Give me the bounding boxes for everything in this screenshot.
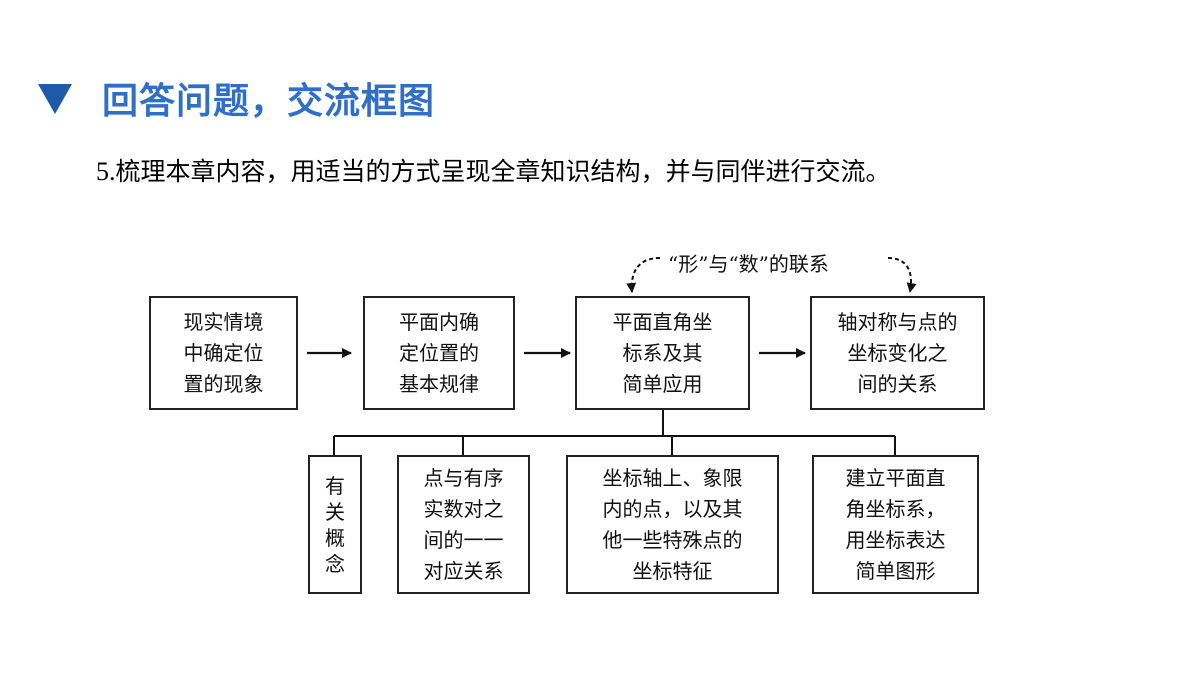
shape-number-link-label: “形”与“数”的联系	[668, 252, 829, 276]
bottom-box-2: 点与有序 实数对之 间的一一 对应关系	[397, 455, 530, 594]
section-title: 回答问题，交流框图	[102, 81, 436, 122]
top-box-4-text: 轴对称与点的 坐标变化之 间的关系	[837, 309, 958, 396]
section-heading: 回答问题，交流框图	[38, 68, 435, 128]
question-text: 梳理本章内容，用适当的方式呈现全章知识结构，并与同伴进行交流。	[115, 157, 891, 186]
bottom-box-4: 建立平面直 角坐标系， 用坐标表达 简单图形	[812, 455, 979, 594]
top-box-2: 平面内确 定位置的 基本规律	[363, 296, 515, 410]
dashed-arrow-right	[887, 257, 917, 293]
bottom-box-4-text: 建立平面直 角坐标系， 用坐标表达 简单图形	[845, 465, 946, 583]
bottom-box-1-text: 有 关 概 念	[325, 473, 345, 576]
top-box-4: 轴对称与点的 坐标变化之 间的关系	[810, 296, 985, 410]
question-prompt: 5.梳理本章内容，用适当的方式呈现全章知识结构，并与同伴进行交流。	[96, 152, 891, 188]
triangle-bullet-icon	[38, 84, 72, 114]
top-box-1: 现实情境 中确定位 置的现象	[149, 296, 298, 410]
dashed-arrow-left	[626, 257, 661, 293]
bottom-box-3: 坐标轴上、象限 内的点，以及其 他一些特殊点的 坐标特征	[566, 455, 779, 594]
bottom-box-1: 有 关 概 念	[308, 455, 362, 594]
question-number: 5.	[96, 157, 116, 186]
top-box-3: 平面直角坐 标系及其 简单应用	[575, 296, 750, 410]
bottom-box-3-text: 坐标轴上、象限 内的点，以及其 他一些特殊点的 坐标特征	[602, 465, 743, 583]
top-box-3-text: 平面直角坐 标系及其 简单应用	[612, 309, 713, 396]
bottom-box-2-text: 点与有序 实数对之 间的一一 对应关系	[423, 465, 504, 583]
top-box-1-text: 现实情境 中确定位 置的现象	[183, 309, 264, 396]
top-box-2-text: 平面内确 定位置的 基本规律	[399, 309, 479, 396]
